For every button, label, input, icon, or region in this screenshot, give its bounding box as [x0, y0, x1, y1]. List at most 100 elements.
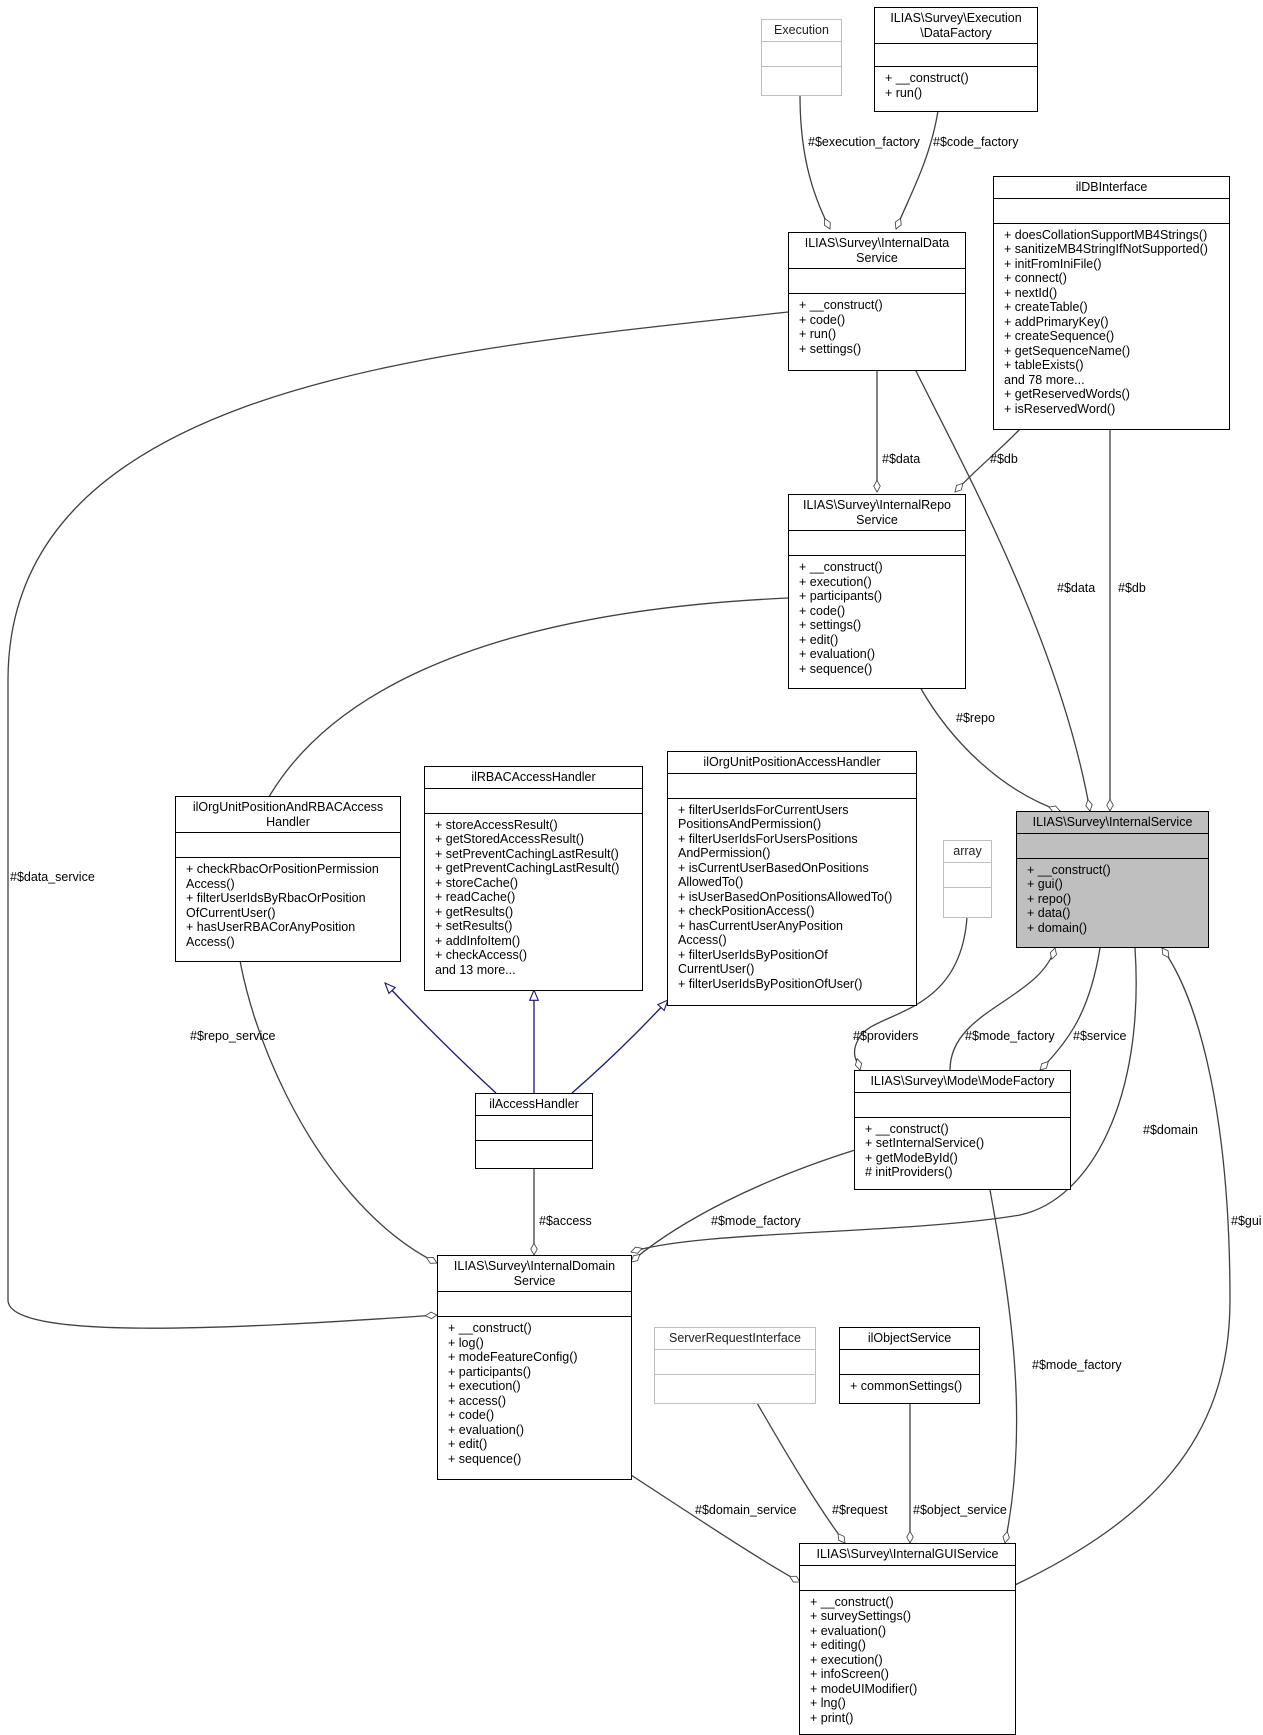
edge-execution-factory [799, 94, 830, 229]
attributes-section [668, 772, 916, 798]
edge-db-repo [955, 428, 1021, 492]
class-mode-factory[interactable]: ILIAS\Survey\Mode\ModeFactory + __constr… [854, 1070, 1071, 1190]
methods-section: + storeAccessResult() + getStoredAccessR… [425, 812, 642, 982]
method: + lng() [810, 1696, 846, 1710]
class-data-factory[interactable]: ILIAS\Survey\Execution \DataFactory + __… [874, 7, 1038, 112]
edge-label-providers: #$providers [853, 1029, 919, 1043]
method: + run() [799, 327, 837, 341]
class-title: ilDBInterface [1075, 180, 1148, 194]
class-server-request-interface[interactable]: ServerRequestInterface [654, 1327, 816, 1404]
method: CurrentUser() [678, 962, 755, 976]
attributes-section [800, 1564, 1015, 1590]
method: # initProviders() [865, 1165, 953, 1179]
class-il-rbac-access-handler[interactable]: ilRBACAccessHandler + storeAccessResult(… [424, 766, 643, 991]
edge-data-internal-service [914, 368, 1090, 811]
methods-section: + __construct() + code() + run() + setti… [789, 293, 965, 360]
method: + commonSettings() [850, 1378, 963, 1393]
method: + isUserBasedOnPositionsAllowedTo() [678, 889, 893, 904]
method: + storeAccessResult() [435, 817, 558, 832]
class-il-access-handler[interactable]: ilAccessHandler [475, 1093, 593, 1169]
edge-label-object-service: #$object_service [913, 1503, 1007, 1517]
edge-label-mode-factory-gui: #$mode_factory [1032, 1358, 1122, 1372]
method: + evaluation() [799, 647, 876, 661]
class-title: ILIAS\Survey\InternalRepo Service [803, 498, 951, 527]
edge-mode-factory-gui [989, 1189, 1018, 1543]
edge-label-repo: #$repo [956, 711, 995, 725]
class-il-org-unit-position-and-rbac-access-handler[interactable]: ilOrgUnitPositionAndRBACAccess Handler +… [175, 796, 401, 962]
methods-section: + __construct() + setInternalService() +… [855, 1116, 1070, 1184]
method: + edit() [799, 632, 839, 647]
methods-section [476, 1139, 592, 1165]
method: + __construct() [448, 1321, 532, 1335]
method: + participants() [799, 589, 883, 603]
attributes-section [789, 268, 965, 293]
methods-section: + __construct() + surveySettings() + eva… [800, 1589, 1015, 1730]
method: + createTable() [1004, 300, 1088, 314]
class-internal-gui-service[interactable]: ILIAS\Survey\InternalGUIService + __cons… [799, 1543, 1016, 1735]
edge-label-data-repo: #$data [882, 452, 921, 466]
method: + hasCurrentUserAnyPosition [678, 918, 844, 933]
edge-label-gui: #$gui [1231, 1214, 1262, 1228]
class-title: array [953, 844, 982, 858]
method: + storeCache() [435, 875, 519, 890]
edge-service-mode-factory [1040, 947, 1101, 1070]
edge-domain-service-domain [631, 947, 1137, 1252]
method: + setResults() [435, 919, 513, 933]
class-title: ILIAS\Survey\InternalGUIService [816, 1547, 999, 1561]
method: + __construct() [865, 1121, 949, 1136]
attributes-section [840, 1348, 979, 1374]
methods-section [762, 65, 841, 85]
edge-code-factory [896, 110, 939, 229]
class-il-object-service[interactable]: ilObjectService + commonSettings() [839, 1327, 980, 1404]
class-title: Execution [774, 23, 829, 37]
method: + settings() [799, 341, 862, 356]
method: + __construct() [799, 298, 883, 312]
edge-label-repo-service: #$repo_service [190, 1029, 276, 1043]
attributes-section [425, 787, 642, 813]
class-execution[interactable]: Execution [761, 19, 842, 96]
method: + checkRbacOrPositionPermission [186, 862, 379, 876]
method: + readCache() [435, 890, 516, 904]
method: + __construct() [885, 71, 969, 85]
method: + getStoredAccessResult() [435, 832, 585, 846]
edge-providers [853, 916, 968, 1070]
class-title: ilRBACAccessHandler [471, 770, 596, 784]
edge-inherit-orgunit-position [571, 1000, 668, 1094]
class-internal-domain-service[interactable]: ILIAS\Survey\InternalDomain Service + __… [437, 1255, 632, 1480]
class-internal-data-service[interactable]: ILIAS\Survey\InternalData Service + __co… [788, 232, 966, 371]
method: + data() [1027, 906, 1071, 920]
edge-label-mode-factory-service: #$mode_factory [965, 1029, 1055, 1043]
method: + doesCollationSupportMB4Strings() [1004, 227, 1208, 242]
edge-repo-internal-service [919, 686, 1060, 811]
method: + code() [799, 603, 846, 618]
attributes-section [655, 1348, 815, 1374]
method: + __construct() [810, 1594, 894, 1609]
method: + getResults() [435, 904, 514, 919]
class-title: ILIAS\Survey\Execution \DataFactory [890, 11, 1022, 40]
attributes-section [875, 43, 1037, 66]
class-internal-service[interactable]: ILIAS\Survey\InternalService + __constru… [1016, 811, 1209, 948]
method: + setPreventCachingLastResult() [435, 846, 619, 861]
method: OfCurrentUser() [186, 905, 276, 920]
edge-label-db-internal-service: #$db [1118, 581, 1146, 595]
method: + isCurrentUserBasedOnPositions [678, 860, 869, 875]
class-internal-repo-service[interactable]: ILIAS\Survey\InternalRepo Service + __co… [788, 494, 966, 689]
method: + access() [448, 1393, 507, 1408]
method: + filterUserIdsByPositionOf [678, 947, 828, 962]
method: + execution() [448, 1379, 521, 1393]
class-ildb-interface[interactable]: ilDBInterface + doesCollationSupportMB4S… [993, 176, 1230, 430]
method: + surveySettings() [810, 1609, 912, 1623]
edge-request [756, 1402, 845, 1543]
method: + evaluation() [810, 1623, 887, 1638]
class-title: ServerRequestInterface [668, 1331, 801, 1345]
edge-label-data-service: #$data_service [10, 870, 95, 884]
method: + addInfoItem() [435, 933, 521, 948]
edge-label-access: #$access [539, 1214, 592, 1228]
methods-section: + filterUserIdsForCurrentUsers Positions… [668, 797, 916, 996]
edge-label-db-repo: #$db [990, 452, 1018, 466]
class-array[interactable]: array [943, 840, 992, 918]
class-il-org-unit-position-access-handler[interactable]: ilOrgUnitPositionAccessHandler + filterU… [667, 751, 917, 1006]
edge-gui [1014, 948, 1231, 1586]
more-methods: and 13 more... [435, 962, 516, 977]
method: + hasUserRBACorAnyPosition [186, 920, 356, 934]
